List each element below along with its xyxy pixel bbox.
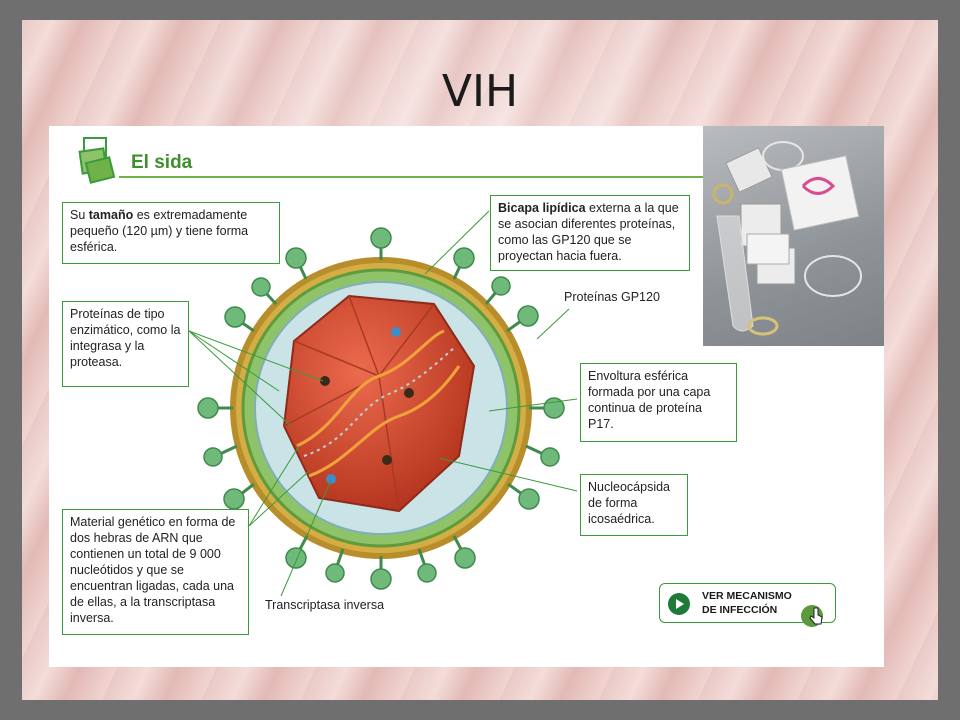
slide-title: VIH (441, 66, 519, 117)
hand-pointer-icon (800, 604, 828, 633)
label-tamano: Su tamaño es extremadamente pequeño (120… (62, 202, 280, 264)
ver-mecanismo-button[interactable]: VER MECANISMO DE INFECCIÓN (659, 583, 836, 627)
enzyme-dot (320, 376, 330, 386)
button-label-line1: VER MECANISMO (702, 590, 792, 602)
label-transcriptasa: Transcriptasa inversa (265, 598, 385, 612)
rna-strand-2 (308, 365, 461, 478)
stacked-squares-icon (78, 136, 118, 184)
hiv-virus-illustration (188, 210, 578, 597)
condom-packages-photo (703, 126, 884, 346)
reverse-transcriptase-dot (326, 474, 336, 484)
label-bicapa: Bicapa lipídica externa a la que se asoc… (490, 195, 690, 271)
button-label-line2: DE INFECCIÓN (702, 604, 778, 616)
label-envoltura: Envoltura esférica formada por una capa … (580, 363, 737, 442)
heading-rule (119, 176, 779, 178)
label-gp120: Proteínas GP120 (564, 290, 660, 304)
label-enzimatico: Proteínas de tipo enzimático, como la in… (62, 301, 189, 387)
panel-heading: El sida (131, 152, 193, 173)
rna-strand-1 (296, 329, 445, 448)
play-icon (668, 593, 690, 615)
reverse-transcriptase-dot (391, 327, 401, 337)
enzyme-dot (404, 388, 414, 398)
label-nucleocapsida: Nucleocápsida de forma icosaédrica. (580, 474, 688, 536)
enzyme-dot (382, 455, 392, 465)
label-material: Material genético en forma de dos hebras… (62, 509, 249, 635)
illustration-panel: El sida (49, 126, 884, 667)
